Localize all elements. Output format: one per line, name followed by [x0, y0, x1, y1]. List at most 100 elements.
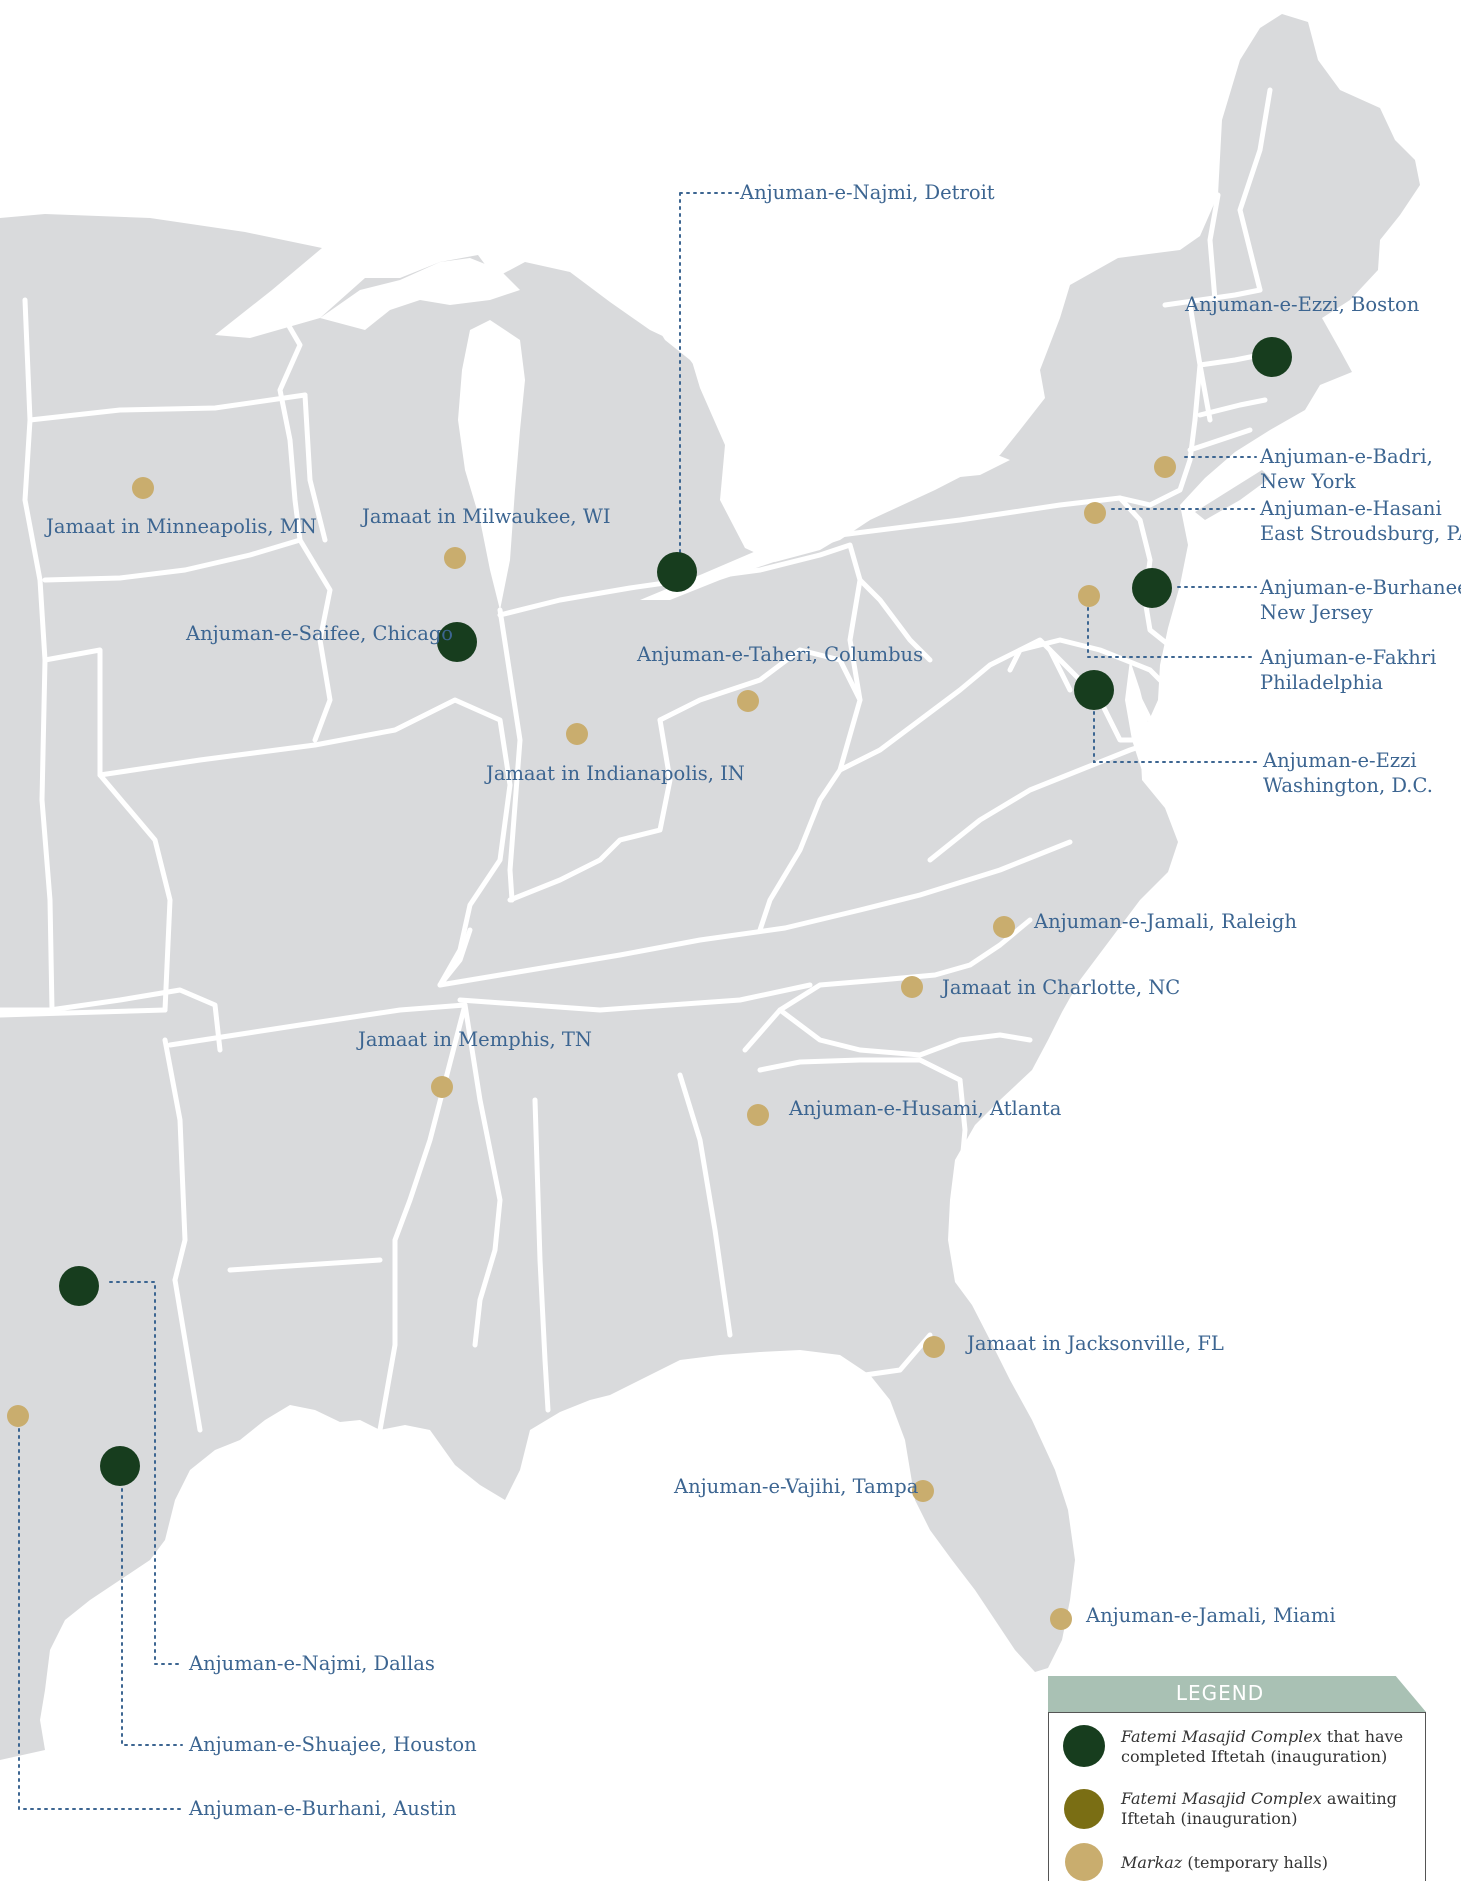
state-border-41: [1187, 427, 1253, 453]
lake-ontario: [880, 450, 1010, 480]
state-border-14: [507, 717, 673, 903]
marker-indianapolis: [566, 723, 588, 745]
label-raleigh: Anjuman-e-Jamali, Raleigh: [1034, 910, 1297, 933]
state-border-33: [857, 577, 933, 663]
lake-erie: [640, 515, 870, 600]
state-border-0: [22, 297, 55, 1013]
state-border-22: [227, 1257, 383, 1273]
legend: LEGEND Fatemi Masajid Complex that have …: [1048, 1676, 1426, 1882]
legend-title: LEGEND: [1175, 1681, 1265, 1705]
marker-boston: [1252, 337, 1292, 377]
legend-item-markaz: Markaz (temporary halls): [1063, 1843, 1423, 1891]
label-houston: Anjuman-e-Shuajee, Houston: [189, 1733, 477, 1756]
state-border-7: [42, 647, 103, 778]
state-border-17: [437, 839, 1073, 988]
state-border-40: [1047, 647, 1073, 693]
state-border-10: [162, 1037, 188, 1283]
marker-new-york: [1154, 456, 1176, 478]
marker-washington: [1074, 670, 1114, 710]
state-border-48: [1237, 87, 1273, 293]
state-border-37: [837, 495, 1153, 538]
marker-raleigh: [993, 916, 1015, 938]
legend-item-complex-awaiting: Fatemi Masajid Complex awaiting Iftetah …: [1063, 1787, 1423, 1835]
legend-text-markaz: Markaz (temporary halls): [1121, 1853, 1328, 1872]
state-border-4: [272, 299, 303, 543]
state-border-32: [757, 542, 863, 703]
state-border-20: [462, 1002, 503, 1348]
state-border-5: [297, 537, 333, 743]
marker-detroit: [657, 552, 697, 592]
state-border-18: [457, 982, 813, 1013]
legend-dot-complex-awaiting: [1064, 1789, 1104, 1829]
marker-chicago: [437, 622, 477, 662]
legend-dot-complex-done: [1063, 1725, 1105, 1767]
label-minneapolis: Jamaat in Minneapolis, MN: [46, 515, 317, 538]
state-border-29: [957, 1077, 968, 1188]
lake-michigan: [458, 320, 525, 610]
marker-memphis: [431, 1076, 453, 1098]
state-border-47: [1207, 192, 1221, 303]
marker-tampa: [912, 1480, 934, 1502]
state-border-24: [532, 1097, 551, 1413]
label-dallas: Anjuman-e-Najmi, Dallas: [189, 1652, 435, 1675]
land-mass: [0, 14, 1420, 1760]
state-border-35: [1007, 637, 1173, 693]
legend-text-complex-done: Fatemi Masajid Complex that have complet…: [1121, 1727, 1404, 1766]
legend-box: Fatemi Masajid Complex that have complet…: [1048, 1712, 1426, 1881]
label-jacksonville: Jamaat in Jacksonville, FL: [967, 1332, 1224, 1355]
state-border-39: [1147, 417, 1198, 508]
state-border-13: [497, 607, 523, 903]
marker-atlanta: [747, 1104, 769, 1126]
state-border-25: [677, 1072, 733, 1338]
state-border-9: [0, 1007, 168, 1018]
state-border-44: [1197, 397, 1268, 418]
state-border-45: [1197, 362, 1213, 423]
marker-columbus: [737, 690, 759, 712]
state-border-8: [97, 772, 173, 1013]
state-border-23: [172, 1277, 203, 1433]
lake-superior: [320, 258, 520, 330]
state-border-3: [27, 392, 308, 423]
leader-line-8: [18, 1414, 183, 1810]
label-austin: Anjuman-e-Burhani, Austin: [189, 1797, 457, 1820]
chesapeake-bay: [1125, 660, 1155, 780]
state-border-19: [437, 927, 473, 988]
marker-dallas: [59, 1266, 99, 1306]
label-indianapolis: Jamaat in Indianapolis, IN: [486, 762, 745, 785]
lake-huron: [640, 280, 740, 420]
legend-text-complex-awaiting: Fatemi Masajid Complex awaiting Iftetah …: [1121, 1789, 1397, 1828]
marker-austin: [7, 1405, 29, 1427]
marker-east-stroudsburg: [1084, 502, 1106, 524]
legend-item-complex-done: Fatemi Masajid Complex that have complet…: [1063, 1725, 1423, 1773]
legend-dot-markaz: [1065, 1843, 1103, 1881]
leader-lines: [18, 192, 1259, 1810]
legend-header: [1048, 1676, 1426, 1712]
label-columbus: Anjuman-e-Taheri, Columbus: [637, 643, 924, 666]
marker-milwaukee: [444, 547, 466, 569]
state-border-2: [42, 537, 303, 583]
state-border-30: [777, 1007, 1033, 1058]
state-border-12: [312, 697, 513, 988]
leader-line-6: [109, 1281, 183, 1665]
state-border-27: [757, 1057, 963, 1083]
label-charlotte: Jamaat in Charlotte, NC: [942, 976, 1181, 999]
state-borders: [0, 87, 1278, 1433]
leader-line-7: [121, 1481, 183, 1746]
long-island-shape: [1195, 470, 1270, 520]
label-miami: Anjuman-e-Jamali, Miami: [1086, 1604, 1336, 1627]
state-border-16: [302, 392, 328, 543]
label-atlanta: Anjuman-e-Husami, Atlanta: [789, 1097, 1062, 1120]
state-border-21: [377, 1002, 468, 1433]
label-boston: Anjuman-e-Ezzi, Boston: [1185, 293, 1420, 316]
marker-minneapolis: [132, 477, 154, 499]
mainland-shape: [0, 14, 1420, 1760]
label-memphis: Jamaat in Memphis, TN: [358, 1028, 592, 1051]
state-border-26: [597, 1332, 933, 1423]
marker-miami: [1050, 1608, 1072, 1630]
leader-line-4: [1087, 607, 1257, 658]
state-border-1: [0, 987, 223, 1053]
